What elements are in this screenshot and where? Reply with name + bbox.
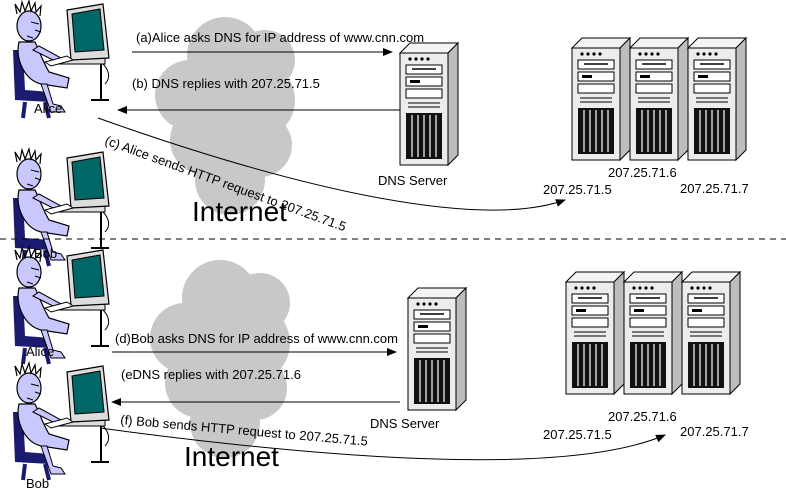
dns-server-label-top: DNS Server <box>378 173 448 188</box>
web-server-2-icon-bottom <box>623 271 683 395</box>
dns-server-label-bottom: DNS Server <box>370 416 440 431</box>
top-panel: Internet Alice Bob DNS Server 207.25.71.… <box>11 0 749 268</box>
msg-a-label: (a)Alice asks DNS for IP address of www.… <box>136 30 424 45</box>
alice-label-bottom: Alice <box>26 344 54 359</box>
internet-label-top: Internet <box>192 196 287 227</box>
web-server-2-icon-top <box>629 37 689 161</box>
bob-icon-top <box>11 147 111 268</box>
internet-label-bottom: Internet <box>184 441 279 472</box>
web-server-1-icon-top <box>571 37 631 161</box>
ip-label-1-top: 207.25.71.5 <box>543 182 612 197</box>
dns-server-icon-top <box>399 42 459 166</box>
bob-label-top: Bob <box>34 246 57 261</box>
bob-icon-bottom <box>11 361 111 482</box>
web-server-3-icon-bottom <box>681 271 741 395</box>
ip-label-3-bottom: 207.25.71.7 <box>680 424 749 439</box>
bottom-panel: Internet Alice Bob DNS Server 207.25.71.… <box>11 245 749 491</box>
ip-label-2-top: 207.25.71.6 <box>608 165 677 180</box>
ip-label-1-bottom: 207.25.71.5 <box>543 427 612 442</box>
arrow-f <box>99 427 666 461</box>
msg-e-label: (eDNS replies with 207.25.71.6 <box>121 367 301 382</box>
web-server-3-icon-top <box>687 37 747 161</box>
msg-b-label: (b) DNS replies with 207.25.71.5 <box>132 76 320 91</box>
web-server-1-icon-bottom <box>565 271 625 395</box>
arrow-c <box>97 117 566 211</box>
msg-d-label: (d)Bob asks DNS for IP address of www.cn… <box>115 331 398 346</box>
ip-label-3-top: 207.25.71.7 <box>680 181 749 196</box>
alice-label-top: Alice <box>34 101 62 116</box>
ip-label-2-bottom: 207.25.71.6 <box>608 409 677 424</box>
dns-server-icon-bottom <box>407 287 467 411</box>
bob-label-bottom: Bob <box>26 476 49 491</box>
